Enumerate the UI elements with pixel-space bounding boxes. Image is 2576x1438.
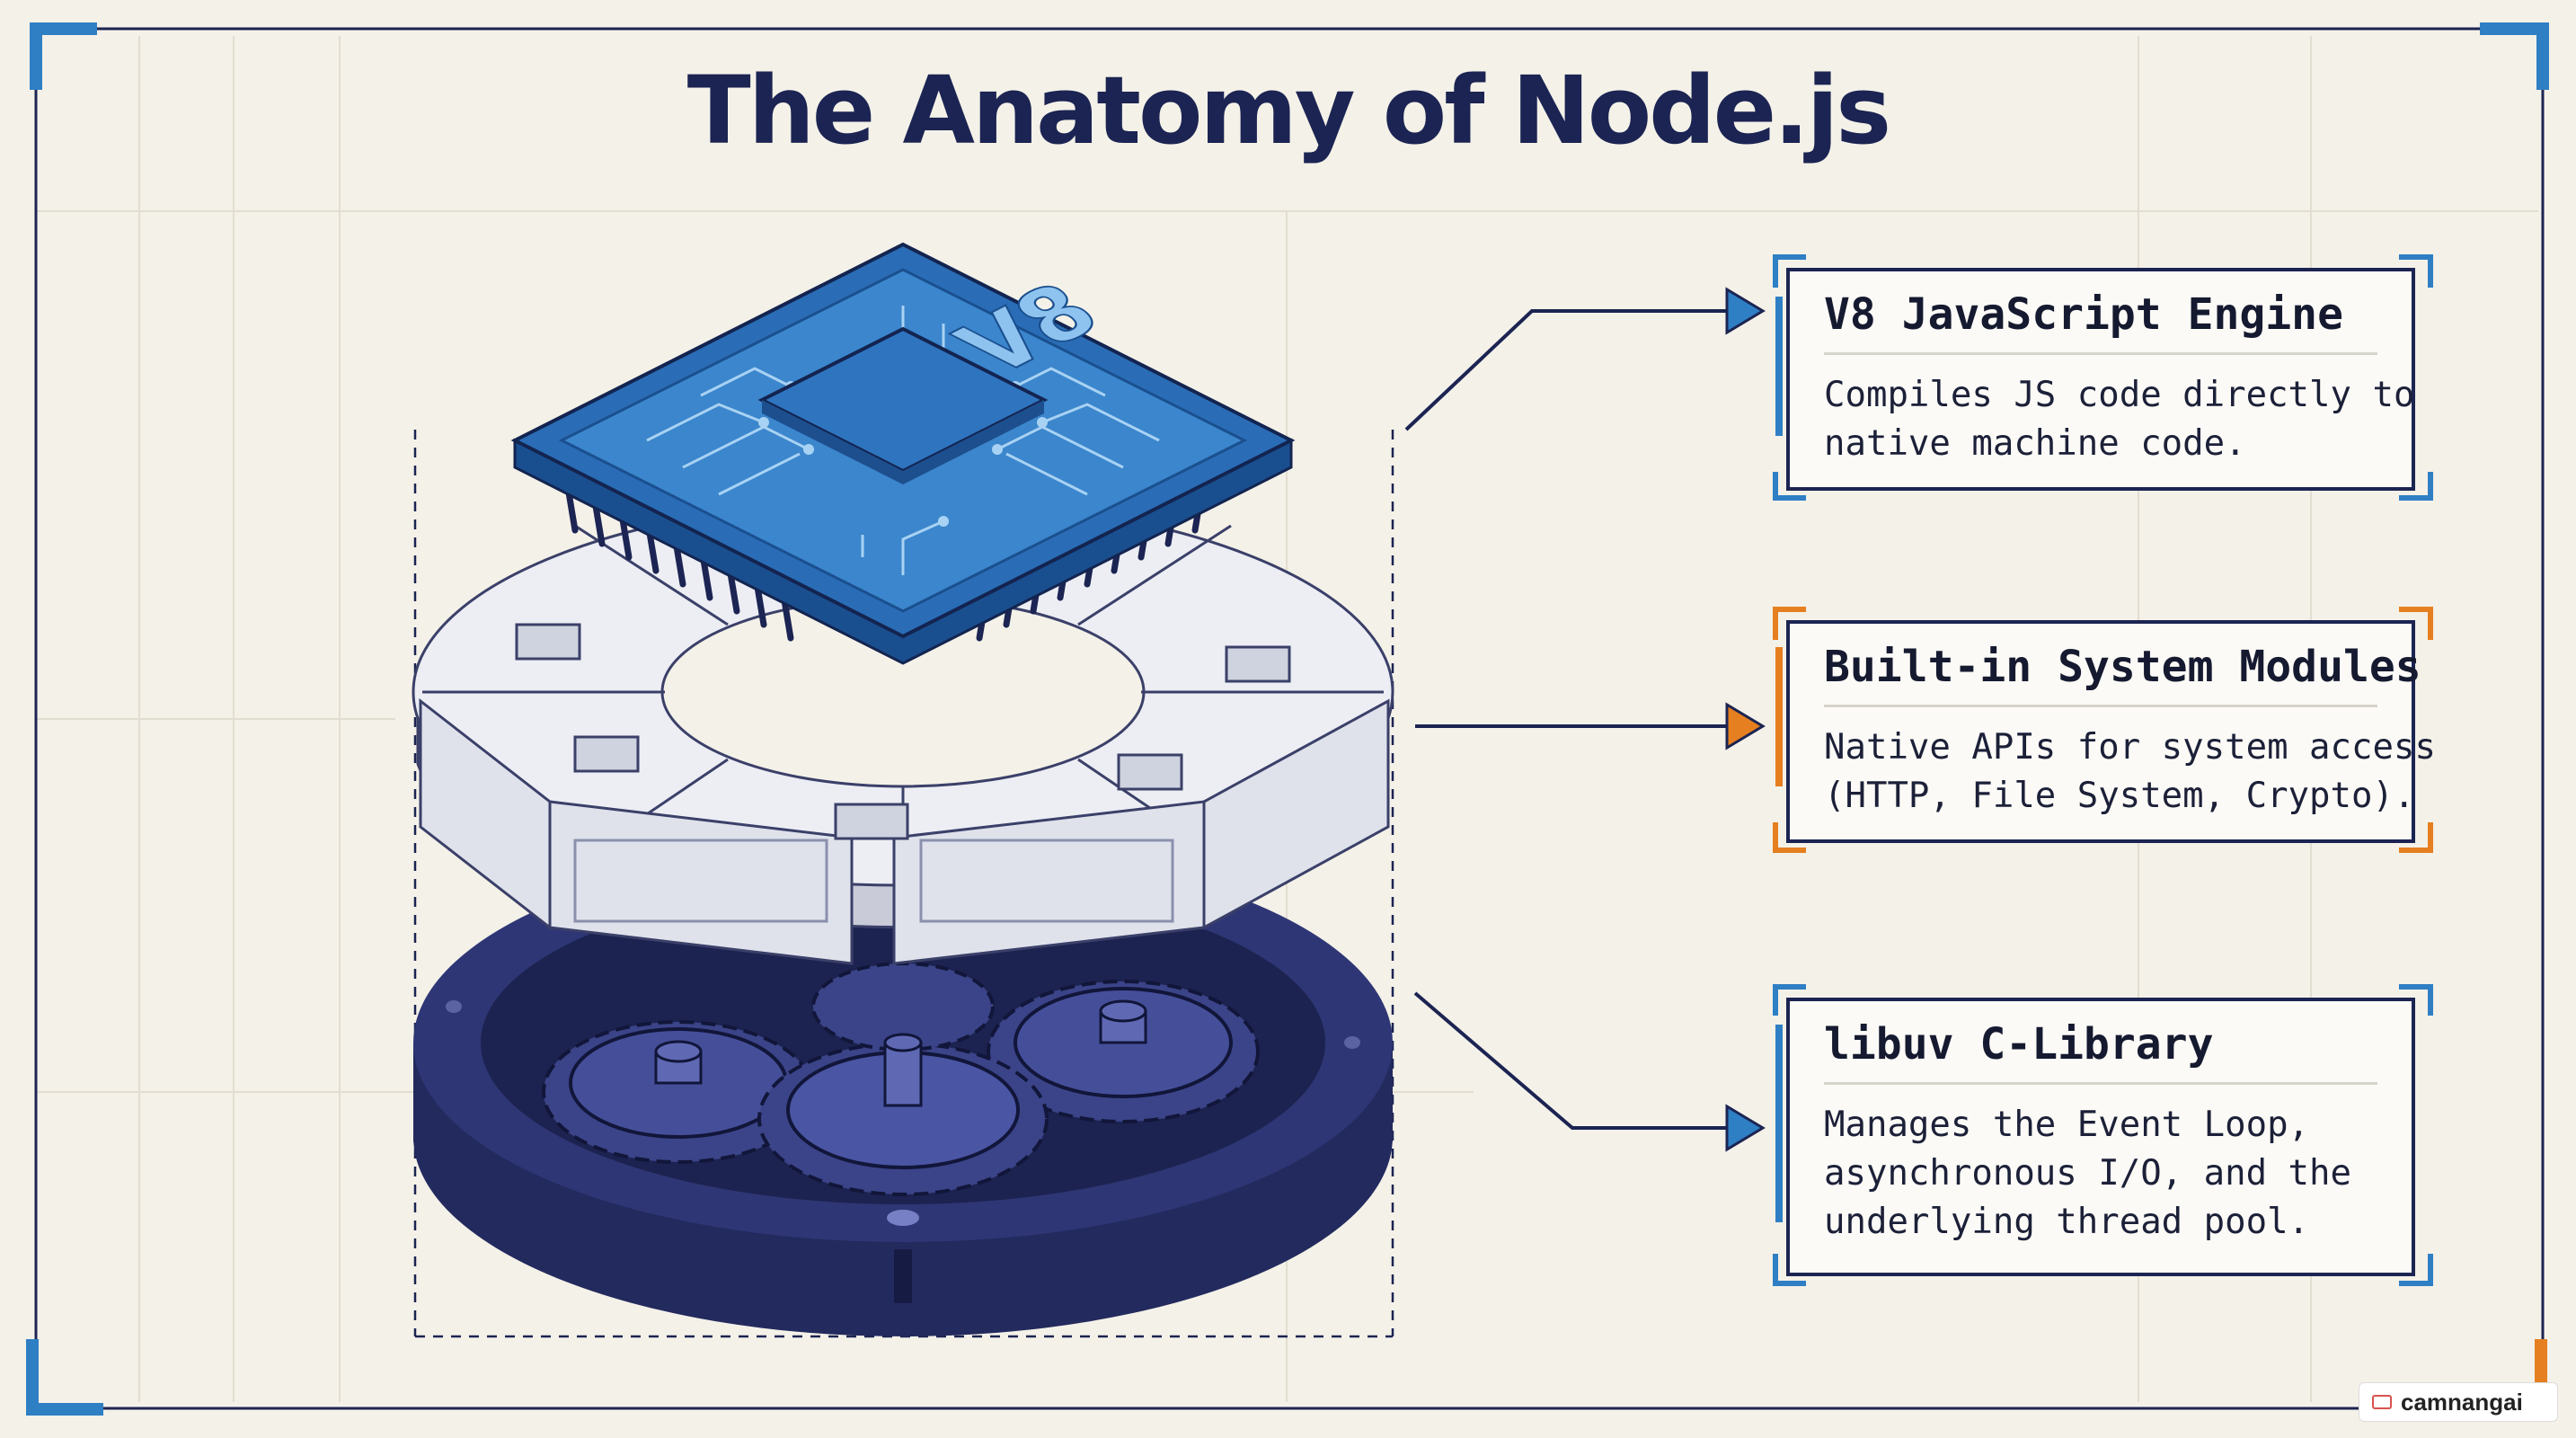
- arrow-to-libuv: [1725, 1104, 1766, 1152]
- module-ring-icon: [412, 497, 1394, 965]
- card-text-line: underlying thread pool.: [1824, 1202, 2310, 1242]
- card-brackets: [1773, 254, 2433, 1286]
- card-title: V8 JavaScript Engine: [1824, 289, 2377, 355]
- connector-arrowheads: [1725, 287, 1766, 1152]
- card-text-line: Manages the Event Loop,: [1824, 1105, 2310, 1145]
- card-text-line: Compiles JS code directly to: [1824, 375, 2415, 415]
- card-text-line: native machine code.: [1824, 423, 2246, 464]
- connector-lines: [1404, 309, 1730, 1130]
- card-side-accents: [1775, 297, 1783, 1222]
- page-title: The Anatomy of Node.js: [686, 56, 1891, 165]
- v8-engine-card: V8 JavaScript Engine Compiles JS code di…: [1786, 268, 2415, 491]
- arrow-to-modules: [1725, 702, 1766, 750]
- system-modules-card: Built-in System Modules Native APIs for …: [1786, 620, 2436, 843]
- arrow-to-v8: [1725, 287, 1766, 335]
- book-icon: [2372, 1395, 2392, 1409]
- libuv-library-card: libuv C-Library Manages the Event Loop, …: [1786, 998, 2415, 1276]
- card-text-line: asynchronous I/O, and the: [1824, 1153, 2351, 1194]
- card-text-line: (HTTP, File System, Crypto).: [1824, 776, 2415, 816]
- frame-corner-marks: [26, 22, 2549, 1416]
- card-title: Built-in System Modules: [1824, 642, 2421, 707]
- watermark-badge: camnangai: [2359, 1382, 2558, 1422]
- cpu-chip-icon: [510, 242, 1296, 665]
- watermark-text: camnangai: [2401, 1388, 2523, 1416]
- card-text-line: Native APIs for system access: [1824, 727, 2436, 768]
- gears-icon: [413, 843, 1393, 1336]
- outer-frame: [34, 27, 2545, 1410]
- card-title: libuv C-Library: [1824, 1019, 2377, 1085]
